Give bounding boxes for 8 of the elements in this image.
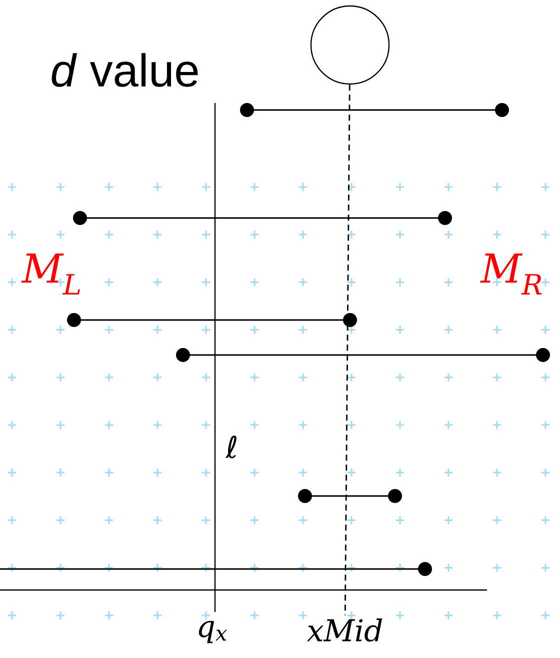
- circle: [310, 5, 390, 85]
- set-label: M$_{L}$: [21, 254, 80, 294]
- query-label: q$_{x}$: [198, 620, 227, 644]
- dashed-line: [344, 84, 350, 616]
- title: d value: [52, 53, 198, 87]
- set-label: M$_{R}$: [480, 254, 542, 294]
- axis-label: xMid: [306, 618, 382, 642]
- line-label: ℓ: [225, 436, 236, 458]
